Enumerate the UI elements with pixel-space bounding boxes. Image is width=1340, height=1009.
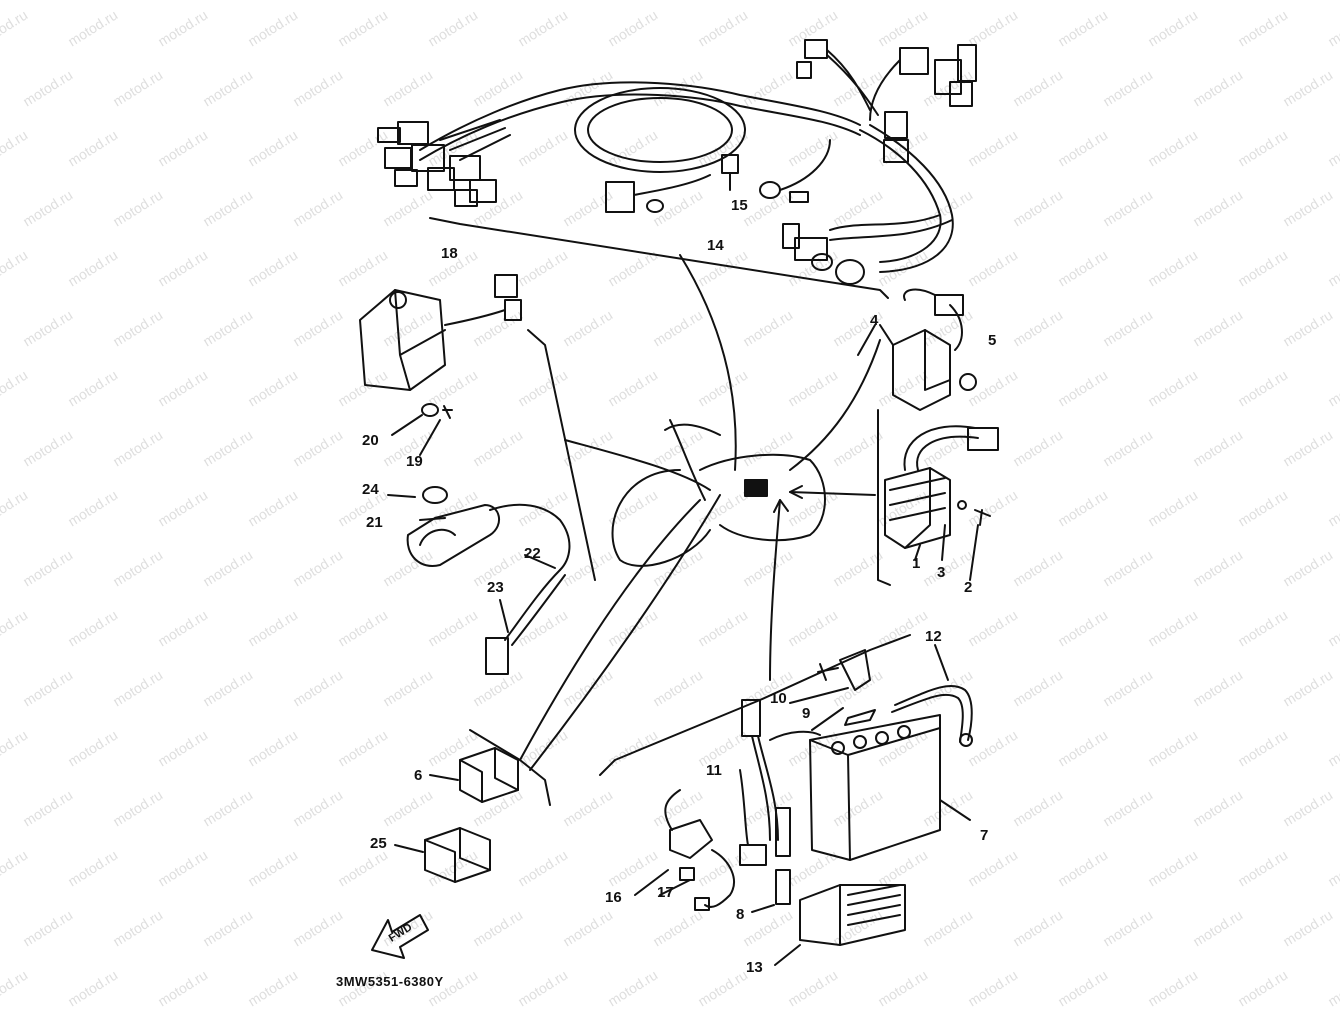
label-part-19: 19 [406,453,423,470]
label-part-17: 17 [657,884,674,901]
label-part-18: 18 [441,245,458,262]
label-part-20: 20 [362,432,379,449]
part-code: 3MW5351-6380Y [336,974,444,989]
part-19-20-screw-washer [391,403,453,456]
label-part-22: 22 [524,545,541,562]
label-part-6: 6 [414,767,423,784]
label-part-24: 24 [362,481,379,498]
label-part-10: 10 [770,690,787,707]
label-part-1: 1 [912,555,921,572]
part-8-tube [751,807,791,913]
label-part-14: 14 [707,237,724,254]
bracket-lower-left [469,729,551,806]
label-part-9: 9 [802,705,811,722]
routing-lines [519,254,881,771]
part-16-17-fuse [599,634,911,911]
wire-harness [377,39,977,299]
label-part-3: 3 [937,564,946,581]
part-6-relay [429,747,519,803]
label-part-12: 12 [925,628,942,645]
part-12-battery-lead [891,644,973,747]
label-part-25: 25 [370,835,387,852]
label-part-4: 4 [870,312,879,329]
label-part-13: 13 [746,959,763,976]
part-11-starter-lead [739,699,821,866]
label-part-8: 8 [736,906,745,923]
part-4-relay [857,288,977,411]
label-part-16: 16 [605,889,622,906]
label-part-11: 11 [706,762,722,779]
part-7-battery [809,709,971,861]
label-part-15: 15 [731,197,748,214]
label-part-2: 2 [964,579,973,596]
part-21-starter-relay [387,486,571,675]
part-25-relay [394,827,491,883]
frame-outline [611,419,826,567]
label-part-7: 7 [980,827,989,844]
label-part-21: 21 [366,514,383,531]
part-13-battery-cover [774,884,906,966]
label-part-23: 23 [487,579,504,596]
fwd-arrow-icon [371,914,429,959]
part-18-cdi-unit [359,274,596,581]
label-part-5: 5 [988,332,997,349]
part-1-rectifier [877,409,999,586]
